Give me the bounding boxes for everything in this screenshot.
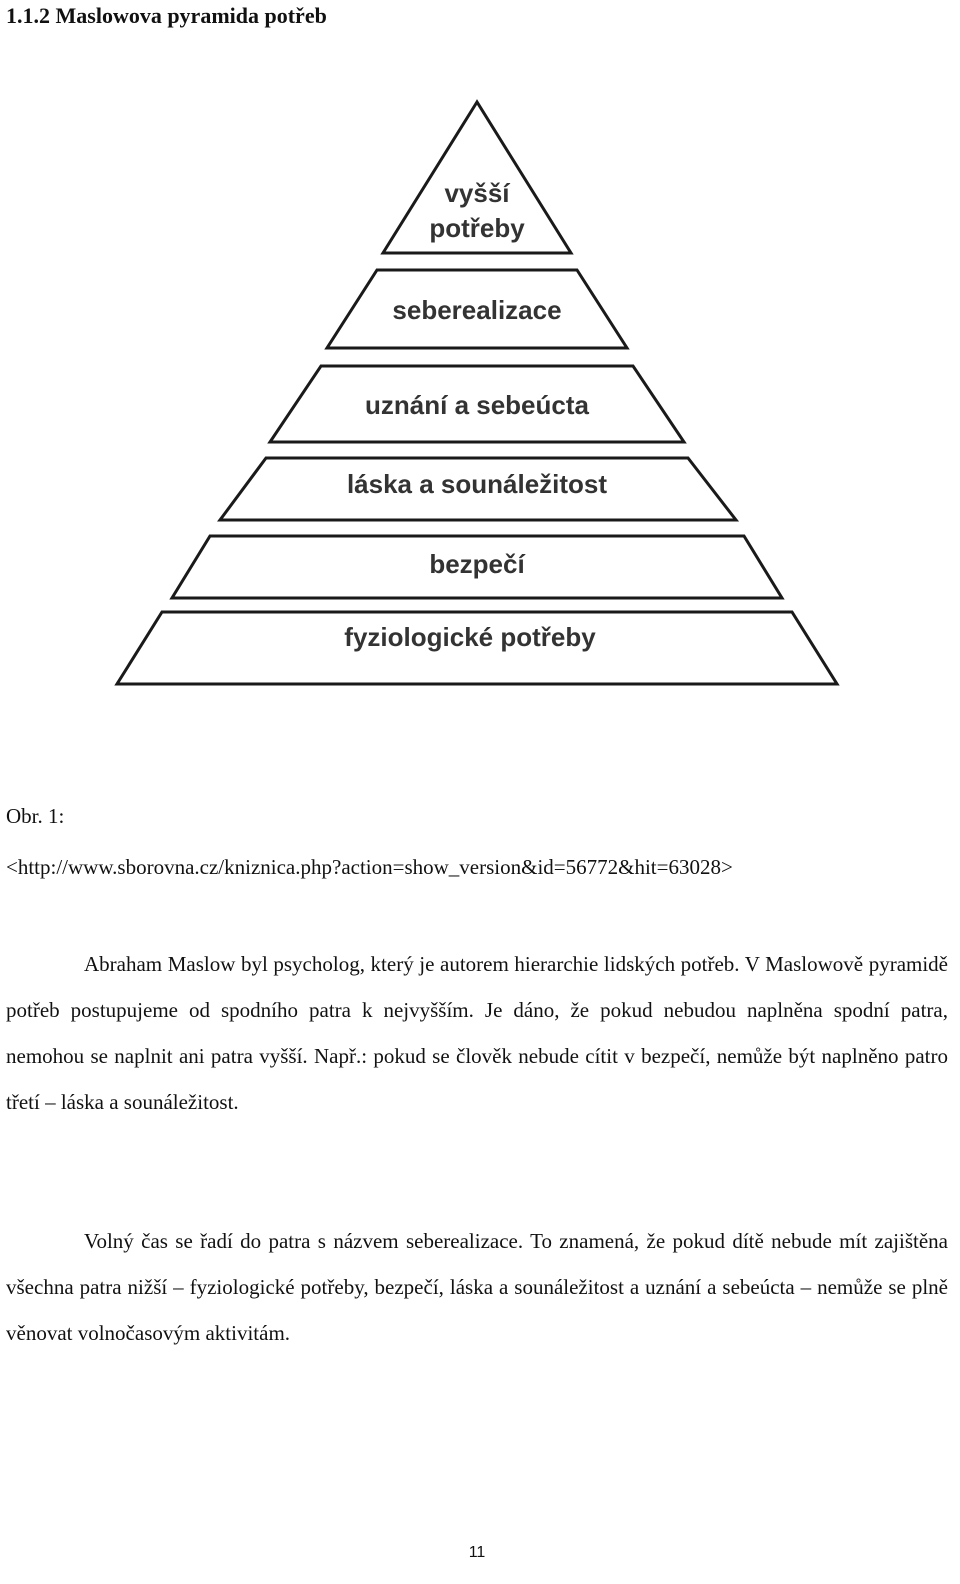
paragraph-1-text: Abraham Maslow byl psycholog, který je a…: [6, 952, 948, 1114]
pyramid-level-top-line1: vyšší: [444, 178, 510, 208]
pyramid-level-2-label: seberealizace: [392, 295, 561, 325]
pyramid-level-top: [380, 99, 574, 255]
pyramid-level-5-label: bezpečí: [429, 549, 525, 579]
pyramid-level-5: [169, 534, 785, 600]
figure-source-url: <http://www.sborovna.cz/kniznica.php?act…: [6, 855, 733, 879]
paragraph-2-text: Volný čas se řadí do patra s názvem sebe…: [6, 1229, 948, 1345]
maslow-pyramid: vyšší potřeby seberealizace uznání a seb…: [0, 90, 960, 700]
pyramid-level-top-line2: potřeby: [429, 213, 525, 243]
pyramid-level-4-label: láska a sounáležitost: [347, 469, 607, 499]
paragraph-1: Abraham Maslow byl psycholog, který je a…: [6, 941, 948, 1125]
pyramid-level-3: [267, 364, 687, 444]
section-heading: 1.1.2 Maslowova pyramida potřeb: [6, 3, 327, 28]
pyramid-level-base-label: fyziologické potřeby: [344, 622, 596, 652]
page-number: 11: [468, 1544, 486, 1561]
paragraph-2: Volný čas se řadí do patra s názvem sebe…: [6, 1218, 948, 1356]
pyramid-level-2: [324, 268, 630, 350]
pyramid-level-4: [217, 456, 740, 522]
figure-caption-label: Obr. 1:: [6, 804, 65, 828]
pyramid-level-base: [114, 610, 840, 686]
pyramid-level-3-label: uznání a sebeúcta: [365, 390, 589, 420]
pyramid-diagram: vyšší potřeby seberealizace uznání a seb…: [114, 99, 840, 686]
